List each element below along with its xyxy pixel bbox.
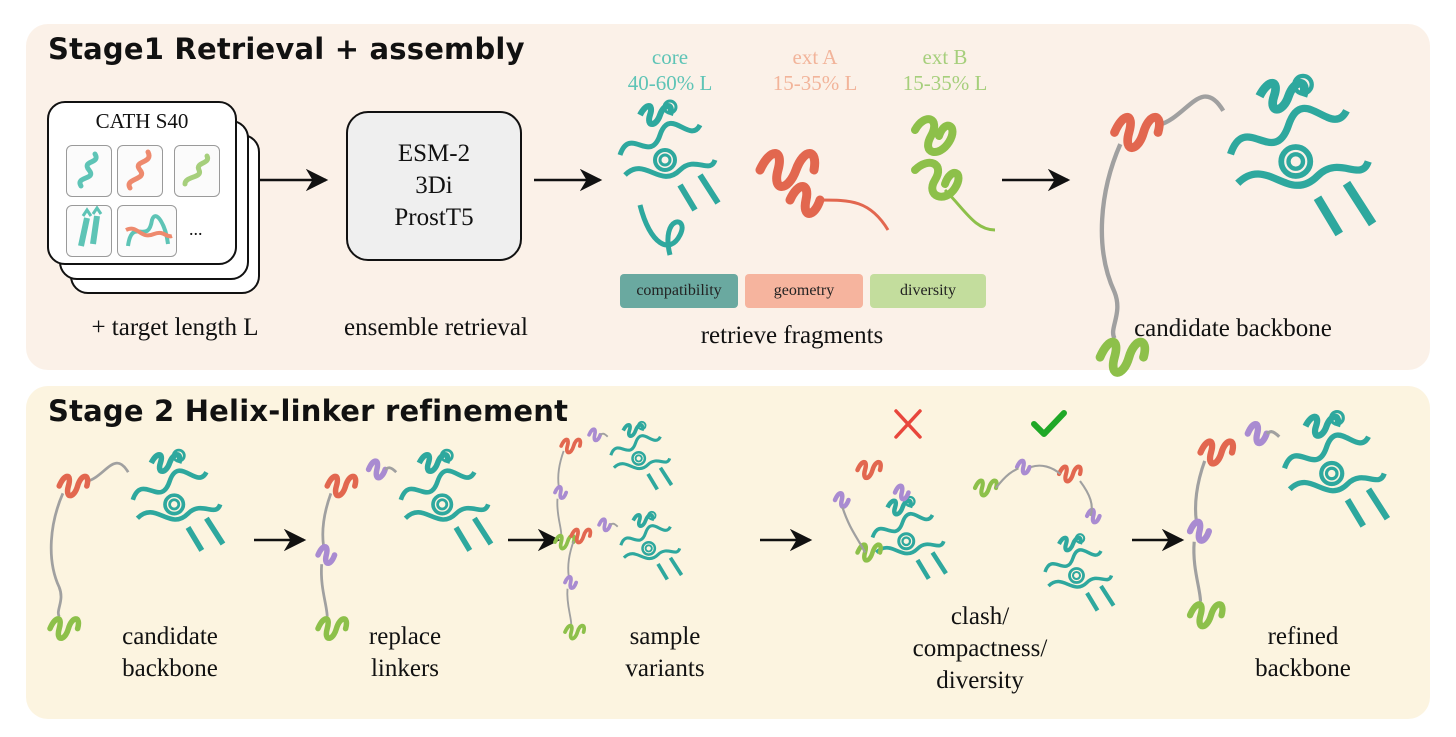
candidate-backbone-label: candidate backbone	[1134, 315, 1332, 342]
step1-line1: candidate	[122, 623, 218, 650]
fragment-extb-range: 15-35% L	[902, 71, 988, 95]
checkmark-icon	[1031, 410, 1067, 437]
fragment-core-structure	[620, 101, 718, 256]
criterion-geometry: geometry	[745, 274, 863, 308]
fragment-extb-structure	[911, 115, 996, 232]
thumb-core-helix	[66, 145, 112, 197]
cross-icon	[894, 409, 922, 439]
criterion-compatibility: compatibility	[620, 274, 738, 308]
database-card: CATH S40 ...	[47, 101, 237, 265]
fragments-label: retrieve fragments	[700, 322, 884, 349]
step2-backbone-structure	[318, 450, 491, 638]
candidate-backbone-structure	[1100, 76, 1373, 373]
step2-label: replace linkers	[330, 621, 480, 685]
step1-backbone-structure	[50, 450, 223, 638]
step1-line2: backbone	[122, 655, 218, 682]
fragment-exta-range: 15-35% L	[772, 71, 858, 95]
step3-line1: sample	[629, 623, 701, 650]
retrieval-label: ensemble retrieval	[344, 314, 528, 341]
step5-label: refined backbone	[1208, 621, 1398, 685]
thumb-extb-helix	[174, 145, 220, 197]
step3-label: sample variants	[590, 621, 740, 685]
model-esm2: ESM-2	[397, 140, 471, 167]
step4-line1: clash/	[950, 603, 1010, 630]
step5-line1: refined	[1267, 623, 1339, 650]
step3-variant-1	[555, 422, 672, 549]
fragment-exta-structure	[755, 149, 890, 231]
step2-line2: linkers	[370, 655, 440, 682]
model-3di: 3Di	[415, 172, 453, 199]
thumb-exta-helix	[117, 145, 163, 197]
stage1-panel: Stage1 Retrieval + assembly	[26, 24, 1430, 370]
step5-line2: backbone	[1255, 655, 1351, 682]
step4-line2: compactness/	[912, 635, 1048, 662]
stage1-title: Stage1 Retrieval + assembly	[48, 32, 525, 66]
stage2-panel: Stage 2 Helix-linker refinement	[26, 386, 1430, 719]
thumb-mixed-fold	[117, 205, 177, 257]
step2-line1: replace	[368, 623, 442, 650]
criterion-diversity: diversity	[870, 274, 986, 308]
step4-rejected-structure	[835, 462, 946, 579]
fragment-core-range: 40-60% L	[627, 71, 713, 95]
model-prostt5: ProstT5	[394, 204, 474, 231]
refined-backbone-structure	[1190, 412, 1387, 627]
database-name: CATH S40	[95, 109, 189, 133]
step1-label: candidate backbone	[70, 621, 270, 685]
step4-accepted-structure	[975, 461, 1114, 611]
fragment-core-header: core 40-60% L	[610, 44, 730, 96]
step3-line2: variants	[625, 655, 705, 682]
step3-variant-2	[565, 512, 682, 639]
fragment-extb-name: ext B	[922, 45, 968, 69]
fragment-core-name: core	[651, 45, 689, 69]
input-label: + target length L	[91, 314, 259, 341]
thumb-ellipsis: ...	[189, 219, 203, 239]
stage2-title: Stage 2 Helix-linker refinement	[48, 394, 569, 428]
fragment-extb-header: ext B 15-35% L	[880, 44, 1010, 96]
fragment-exta-header: ext A 15-35% L	[750, 44, 880, 96]
thumb-core-sheet	[66, 205, 112, 257]
step4-line3: diversity	[936, 667, 1024, 694]
step4-label: clash/ compactness/ diversity	[880, 601, 1080, 697]
fragment-exta-name: ext A	[792, 45, 838, 69]
model-ensemble-box: ESM-2 3Di ProstT5	[346, 111, 522, 261]
